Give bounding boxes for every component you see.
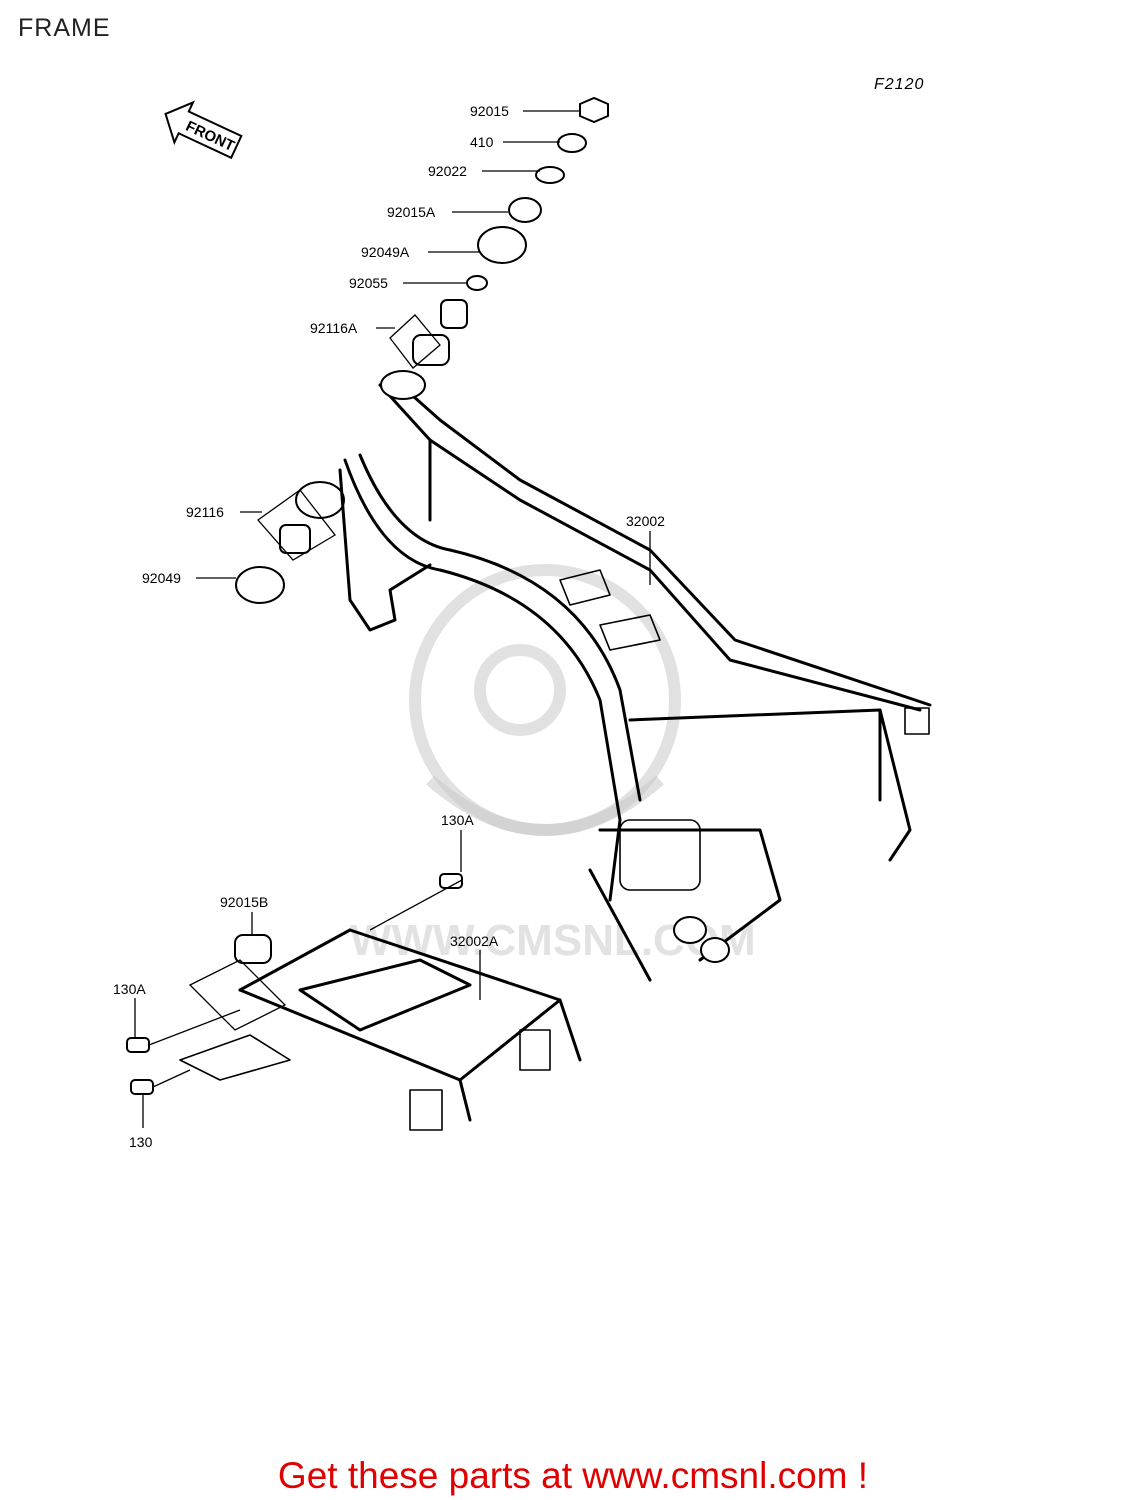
bearing-cone-92116	[279, 524, 311, 554]
sub-frame-32002A	[126, 873, 582, 1131]
seal-92055	[466, 275, 488, 291]
part-label-130A-upper: 130A	[441, 812, 474, 828]
leader-lines	[134, 110, 651, 1128]
front-arrow: FRONT	[164, 100, 243, 160]
stem-nut-92015	[579, 96, 609, 124]
race-92116A-top	[440, 299, 468, 329]
race-92116	[295, 481, 345, 519]
bolt-130	[130, 1079, 154, 1095]
part-label-32002: 32002	[626, 513, 665, 529]
nut-92015A	[508, 197, 542, 223]
lock-washer-92022	[535, 166, 565, 184]
cta-link-text[interactable]: Get these parts at www.cmsnl.com !	[277, 1455, 869, 1496]
part-label-92022: 92022	[428, 163, 467, 179]
part-label-92015: 92015	[470, 103, 509, 119]
figure-code: F2120	[874, 76, 925, 93]
washer-410	[557, 133, 587, 153]
part-label-92055: 92055	[349, 275, 388, 291]
part-label-92116A: 92116A	[310, 320, 358, 336]
part-label-92015B: 92015B	[220, 894, 268, 910]
part-label-32002A: 32002A	[450, 933, 499, 949]
bolt-130A-lower	[126, 1037, 150, 1053]
part-labels: 92015 410 92022 92015A 92049A 92055 9211…	[113, 103, 665, 1150]
main-frame-32002	[338, 370, 932, 982]
part-label-130A-lower: 130A	[113, 981, 146, 997]
lower-steering-parts	[235, 481, 345, 604]
bearing-92049	[235, 566, 285, 604]
bearing-92049A	[477, 226, 527, 264]
part-label-92049A: 92049A	[361, 244, 410, 260]
part-label-410: 410	[470, 134, 494, 150]
collar-92015B	[234, 934, 272, 964]
steering-stem-parts	[389, 96, 609, 369]
part-label-92049: 92049	[142, 570, 181, 586]
race-92116A-bottom	[412, 334, 450, 366]
page-title: FRAME	[18, 14, 111, 42]
bolt-130A-upper	[439, 873, 463, 889]
part-label-92015A: 92015A	[387, 204, 436, 220]
part-label-130: 130	[129, 1134, 153, 1150]
part-label-92116: 92116	[186, 504, 224, 520]
